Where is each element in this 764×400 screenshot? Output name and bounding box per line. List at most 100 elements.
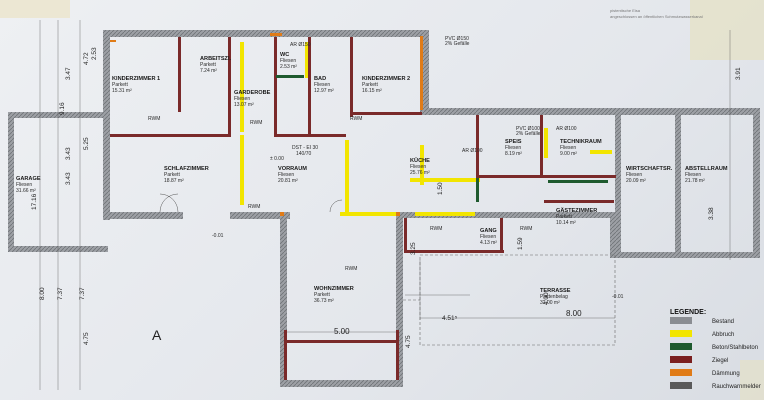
room-name: GANG: [480, 228, 497, 234]
dimension-texts: 9.16 3.43 3.43 5.25 17.16 8.00 7.37 7.37…: [31, 47, 742, 348]
dim-text: 3.25: [410, 242, 417, 255]
room-floor: Parkett: [556, 214, 572, 220]
legend-title: LEGENDE:: [670, 309, 706, 316]
room-kinderzimmer1[interactable]: KINDERZIMMER 1 Parkett 15.31 m²: [112, 76, 160, 94]
pipe-label: AR Ø150: [290, 42, 311, 48]
dim-text: 3.38: [708, 207, 715, 220]
dim-text: 7.37: [57, 287, 64, 300]
room-name: TECHNIKRAUM: [560, 139, 602, 145]
room-garderobe[interactable]: GARDEROBE Fliesen 13.07 m²: [234, 90, 271, 108]
dimension-lines: [39, 20, 731, 390]
room-floor: Fliesen: [280, 58, 296, 64]
room-name: TERRASSE: [540, 288, 571, 294]
room-bad[interactable]: BAD Fliesen 12.97 m²: [314, 76, 334, 94]
dim-text: 4.51⁵: [442, 315, 458, 322]
room-floor: Parkett: [200, 62, 216, 68]
room-area: 15.31 m²: [112, 88, 132, 94]
legend-item-abbruch: Abbruch: [670, 330, 734, 338]
legend-label: Rauchwarnmelder: [712, 384, 761, 390]
room-area: 20.81 m²: [278, 178, 298, 184]
dim-text: 5.25: [83, 137, 90, 150]
room-floor: Plattenbelag: [540, 294, 568, 300]
room-floor: Fliesen: [16, 182, 32, 188]
room-name: ABSTELLRAUM: [685, 166, 728, 172]
room-kinderzimmer2[interactable]: KINDERZIMMER 2 Parkett 16.15 m²: [362, 76, 410, 94]
dim-text: 8.00: [39, 287, 46, 300]
doors: [159, 193, 343, 213]
pipe-label: AR Ø100: [556, 126, 577, 132]
room-name: BAD: [314, 76, 326, 82]
rwm-marker: RWM: [148, 116, 160, 122]
door-spec: DST - EI 30: [292, 145, 318, 151]
room-floor: Fliesen: [626, 172, 642, 178]
room-area: 10.14 m²: [556, 220, 576, 226]
dim-text: 3.47: [65, 67, 72, 80]
room-schlafzimmer[interactable]: SCHLAFZIMMER Parkett 18.87 m²: [164, 166, 209, 184]
room-name: WC: [280, 52, 289, 58]
room-vorraum[interactable]: VORRAUM Fliesen 20.81 m²: [278, 166, 307, 184]
room-terrasse[interactable]: TERRASSE Plattenbelag 32.00 m²: [540, 288, 571, 306]
dim-text: 4.72: [83, 52, 90, 65]
room-abstellraum[interactable]: ABSTELLRAUM Fliesen 21.78 m²: [685, 166, 728, 184]
legend-item-daemmung: Dämmung: [670, 369, 740, 377]
pipe-label: 2% Gefälle: [516, 131, 541, 137]
room-area: 8.19 m²: [505, 151, 522, 157]
tape-bottom-right: [740, 360, 764, 400]
room-name: VORRAUM: [278, 166, 307, 172]
room-area: 7.24 m²: [200, 68, 217, 74]
room-area: 13.07 m²: [234, 102, 254, 108]
annotations: RWM RWM RWM RWM RWM RWM RWM ± 0.00 -0.01…: [148, 8, 703, 343]
room-technikraum[interactable]: TECHNIKRAUM Fliesen 9.00 m²: [560, 139, 602, 157]
insulation-walls: [110, 33, 423, 216]
room-gang[interactable]: GANG Fliesen 4.13 m²: [480, 228, 497, 246]
room-floor: Fliesen: [480, 234, 496, 240]
legend-item-rauchwarnmelder: Rauchwarnmelder: [670, 382, 761, 390]
dim-text: 7.37: [79, 287, 86, 300]
rwm-marker: RWM: [520, 226, 532, 232]
room-area: 36.73 m²: [314, 298, 334, 304]
dim-text: 4.00: [543, 292, 550, 305]
dim-text: 17.16: [31, 193, 38, 210]
dim-text: 8.00: [566, 309, 582, 318]
room-area: 31.66 m²: [16, 188, 36, 194]
legend-label: Dämmung: [712, 371, 740, 377]
legend-label: Beton/Stahlbeton: [712, 345, 758, 351]
room-area: 2.53 m²: [280, 64, 297, 70]
legend: LEGENDE: Bestand Abbruch Beton/Stahlbeto…: [670, 309, 761, 390]
room-floor: Fliesen: [410, 164, 426, 170]
tape-top-left: [0, 0, 70, 18]
room-floor: Fliesen: [560, 145, 576, 151]
room-area: 16.15 m²: [362, 88, 382, 94]
rwm-marker: RWM: [350, 116, 362, 122]
dim-text: 3.43: [65, 147, 72, 160]
legend-swatch: [670, 330, 692, 337]
demolition-walls: [240, 42, 612, 216]
room-garage[interactable]: GARAGE Fliesen 31.66 m²: [16, 176, 41, 194]
room-floor: Parkett: [314, 292, 330, 298]
legend-label: Ziegel: [712, 358, 728, 364]
room-wirtschaftsr[interactable]: WIRTSCHAFTSR. Fliesen 20.09 m²: [626, 166, 673, 184]
rwm-marker: RWM: [430, 226, 442, 232]
room-wohnzimmer[interactable]: WOHNZIMMER Parkett 36.73 m²: [314, 286, 354, 304]
legend-label: Abbruch: [712, 332, 734, 338]
room-gaestezimmer[interactable]: GÄSTEZIMMER Parkett 10.14 m²: [556, 207, 597, 226]
pipe-label: PVC Ø150: [445, 36, 469, 42]
legend-item-bestand: Bestand: [670, 317, 734, 325]
dim-text: 1.59: [517, 237, 524, 250]
legend-swatch: [670, 382, 692, 389]
room-kueche[interactable]: KÜCHE Fliesen 25.76 m²: [410, 157, 430, 176]
room-floor: Parkett: [112, 82, 128, 88]
room-name: SPEIS: [505, 139, 522, 145]
brick-walls: [110, 37, 616, 380]
room-speis[interactable]: SPEIS Fliesen 8.19 m²: [505, 139, 522, 157]
room-wc[interactable]: WC Fliesen 2.53 m²: [280, 52, 297, 70]
room-arbeitszi[interactable]: ARBEITSZI. Parkett 7.24 m²: [200, 56, 232, 74]
rwm-marker: RWM: [248, 204, 260, 210]
legend-swatch: [670, 356, 692, 363]
room-name: GÄSTEZIMMER: [556, 207, 597, 214]
level-marker: ± 0.00: [270, 156, 284, 162]
room-area: 21.78 m²: [685, 178, 705, 184]
room-name: KINDERZIMMER 1: [112, 76, 160, 82]
dim-text: 2.53: [91, 47, 98, 60]
door-spec: 140/70: [296, 151, 312, 157]
